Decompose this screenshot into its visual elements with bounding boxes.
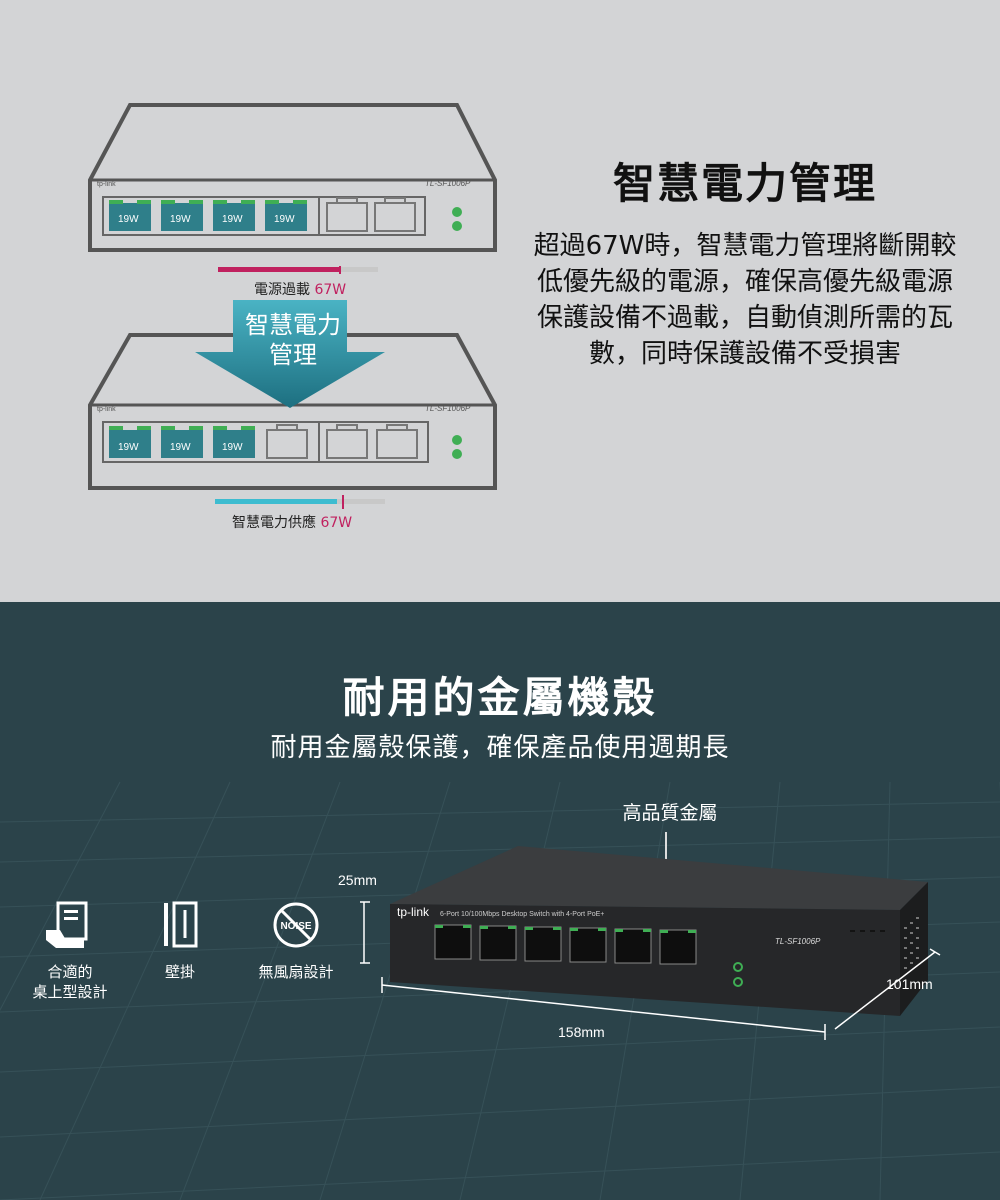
feature-label-line1: 無風扇設計 (258, 963, 334, 981)
metal-case-section: 耐用的金屬機殼 耐用金屬殼保護，確保產品使用週期長 高品質金屬 tp-link … (0, 602, 1000, 1200)
no-noise-icon: NOISE (273, 902, 319, 948)
feature-wall-mount: 壁掛 (140, 900, 220, 982)
down-arrow-graphic (195, 300, 385, 408)
dimension-lines (360, 901, 941, 1040)
smart-power-section: tp-link TL-SF1006P 19W 19W 19W 19W 電源過載 (0, 0, 1000, 602)
overload-value: 67W (314, 282, 347, 298)
arrow-label-line1: 智慧電力 (245, 311, 341, 339)
port-watt-label: 19W (222, 442, 243, 453)
page-title: 智慧電力管理 (612, 159, 877, 208)
switch-smart-illustration: tp-link TL-SF1006P 19W 19W 19W (88, 333, 497, 490)
overload-bar (218, 266, 378, 274)
arrow-label: 智慧電力 管理 (233, 310, 353, 370)
smart-label: 智慧電力供應 (232, 515, 316, 531)
dim-height: 25mm (338, 872, 377, 888)
wall-mount-icon (164, 901, 198, 948)
smart-power-description: 超過67W時，智慧電力管理將斷開較低優先級的電源，確保高優先級電源保護設備不過載… (533, 231, 957, 369)
switch-device-image: tp-link 6-Port 10/100Mbps Desktop Switch… (390, 832, 928, 1016)
switch-model: TL-SF1006P (425, 179, 471, 188)
desktop-icon (46, 901, 88, 948)
feature-label-line2: 桌上型設計 (32, 983, 108, 1001)
port-watt-label: 19W (274, 214, 295, 225)
port-watt-label: 19W (170, 442, 191, 453)
callout-metal: 高品質金屬 (622, 802, 718, 824)
section-subtitle: 耐用金屬殼保護，確保產品使用週期長 (270, 733, 730, 763)
smart-power-bar (215, 495, 385, 509)
device-model: TL-SF1006P (775, 937, 821, 946)
port-watt-label: 19W (170, 214, 191, 225)
overload-caption: 電源過載 67W (254, 279, 346, 299)
overload-label: 電源過載 (254, 282, 310, 298)
switch-overload-illustration: tp-link TL-SF1006P 19W 19W 19W 19W (88, 103, 497, 252)
port-watt-label: 19W (118, 442, 139, 453)
feature-label-line1: 合適的 (47, 963, 93, 981)
switch-brand: tp-link (97, 181, 116, 188)
dim-depth: 101mm (886, 976, 933, 992)
noise-text: NOISE (280, 921, 311, 932)
port-watt-label: 19W (222, 214, 243, 225)
smart-value: 67W (320, 515, 353, 531)
feature-desktop: 合適的 桌上型設計 (20, 900, 120, 1002)
device-desc: 6-Port 10/100Mbps Desktop Switch with 4-… (440, 911, 604, 918)
switch-model: TL-SF1006P (425, 404, 471, 413)
smart-power-caption: 智慧電力供應 67W (232, 512, 352, 532)
switch-brand: tp-link (97, 406, 116, 413)
port-watt-label: 19W (118, 214, 139, 225)
section-title: 耐用的金屬機殼 (342, 673, 658, 722)
arrow-label-line2: 管理 (269, 341, 317, 369)
grid-background (0, 781, 1000, 1200)
feature-label-line1: 壁掛 (164, 963, 195, 981)
device-brand: tp-link (397, 905, 430, 919)
feature-fanless: NOISE 無風扇設計 (246, 900, 346, 982)
dim-width: 158mm (558, 1024, 605, 1040)
